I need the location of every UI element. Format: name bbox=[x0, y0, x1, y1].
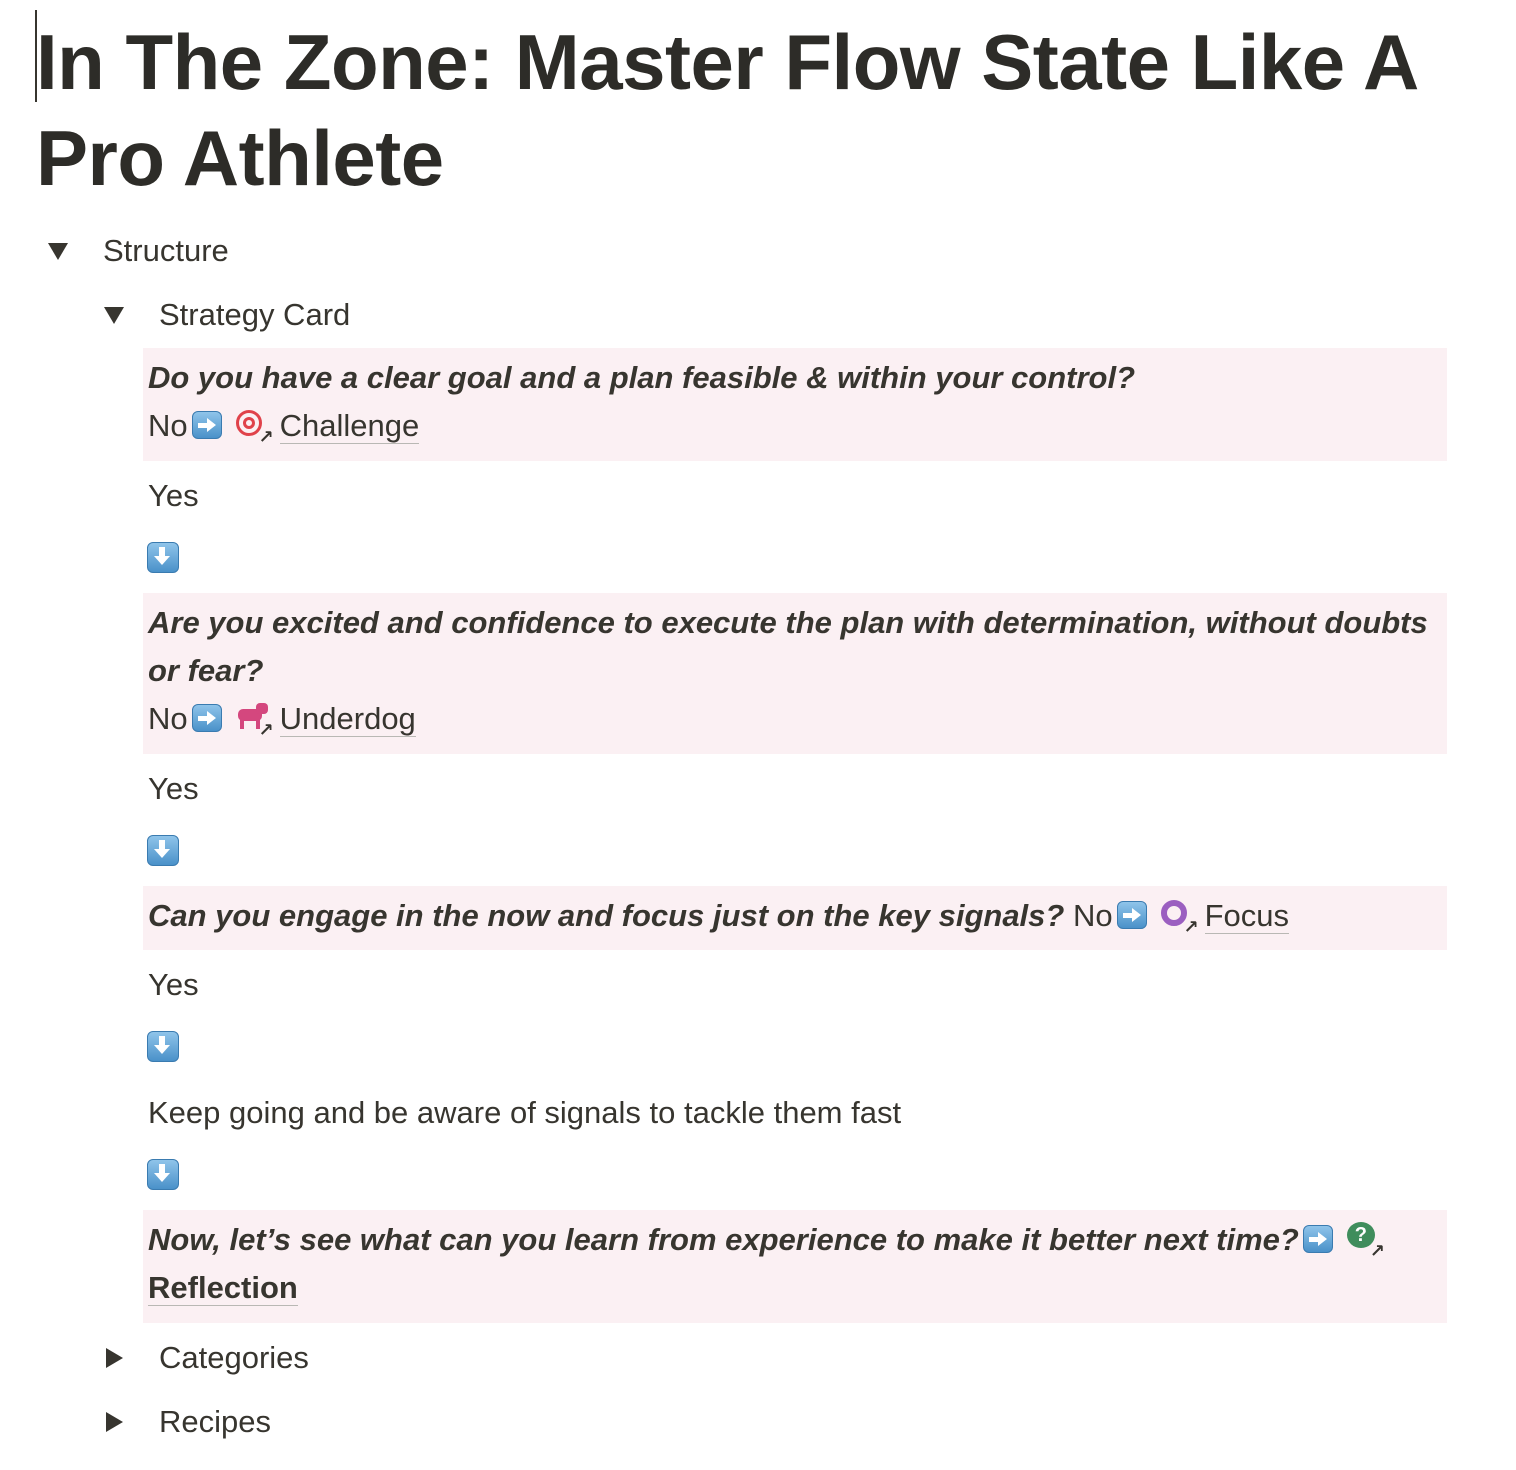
toggle-recipes-label: Recipes bbox=[159, 1404, 271, 1439]
callout-question-3: Can you engage in the now and focus just… bbox=[143, 886, 1447, 950]
question-3-text: Can you engage in the now and focus just… bbox=[148, 898, 1065, 933]
right-arrow-icon bbox=[191, 411, 222, 439]
question-2-text: Are you excited and confidence to execut… bbox=[148, 605, 1428, 688]
target-icon: ↗ bbox=[234, 408, 274, 446]
question-1-text: Do you have a clear goal and a plan feas… bbox=[148, 360, 1136, 395]
link-focus[interactable]: Focus bbox=[1204, 898, 1290, 934]
answer-no: No bbox=[148, 408, 188, 443]
text-cursor bbox=[35, 10, 37, 102]
link-challenge[interactable]: Challenge bbox=[279, 408, 420, 444]
toggle-expanded-icon[interactable] bbox=[47, 240, 69, 262]
right-arrow-icon bbox=[1302, 1225, 1333, 1253]
link-reflection[interactable]: Reflection bbox=[148, 1270, 298, 1306]
question-bubble-icon: ?↗ bbox=[1345, 1222, 1385, 1260]
callout-question-1: Do you have a clear goal and a plan feas… bbox=[143, 348, 1447, 461]
down-arrow-1 bbox=[147, 542, 179, 576]
answer-no: No bbox=[1072, 898, 1113, 933]
dog-icon: ↗ bbox=[234, 701, 274, 739]
external-link-icon: ↗ bbox=[258, 720, 274, 740]
page-title[interactable]: In The Zone: Master Flow State Like A Pr… bbox=[36, 18, 1416, 202]
toggle-categories[interactable]: Categories bbox=[103, 1338, 309, 1378]
toggle-collapsed-icon[interactable] bbox=[103, 1411, 125, 1433]
down-arrow-2 bbox=[147, 835, 179, 869]
down-arrow-3 bbox=[147, 1031, 179, 1065]
toggle-collapsed-icon[interactable] bbox=[103, 1347, 125, 1369]
down-arrow-icon bbox=[147, 1031, 179, 1062]
external-link-icon: ↗ bbox=[1369, 1241, 1385, 1261]
toggle-strategy-card-label: Strategy Card bbox=[159, 297, 351, 332]
down-arrow-icon bbox=[147, 1159, 179, 1190]
toggle-categories-label: Categories bbox=[159, 1340, 309, 1375]
yes-label-2: Yes bbox=[148, 771, 199, 806]
external-link-icon: ↗ bbox=[258, 427, 274, 447]
down-arrow-icon bbox=[147, 835, 179, 866]
right-arrow-icon bbox=[191, 704, 222, 732]
toggle-recipes[interactable]: Recipes bbox=[103, 1402, 271, 1442]
link-underdog[interactable]: Underdog bbox=[279, 701, 416, 737]
down-arrow-4 bbox=[147, 1159, 179, 1193]
yes-label-1: Yes bbox=[148, 478, 199, 513]
question-4-text: Now, let’s see what can you learn from e… bbox=[148, 1222, 1299, 1257]
yes-label-3: Yes bbox=[148, 967, 199, 1002]
answer-no: No bbox=[148, 701, 188, 736]
external-link-icon: ↗ bbox=[1183, 917, 1199, 937]
callout-question-4: Now, let’s see what can you learn from e… bbox=[143, 1210, 1447, 1323]
toggle-structure-label: Structure bbox=[103, 233, 229, 268]
down-arrow-icon bbox=[147, 542, 179, 573]
toggle-strategy-card[interactable]: Strategy Card bbox=[103, 295, 350, 335]
keep-going-text: Keep going and be aware of signals to ta… bbox=[148, 1095, 902, 1130]
ring-icon: ↗ bbox=[1159, 898, 1199, 936]
toggle-structure[interactable]: Structure bbox=[47, 231, 229, 271]
right-arrow-icon bbox=[1116, 901, 1147, 929]
toggle-expanded-icon[interactable] bbox=[103, 304, 125, 326]
callout-question-2: Are you excited and confidence to execut… bbox=[143, 593, 1447, 754]
